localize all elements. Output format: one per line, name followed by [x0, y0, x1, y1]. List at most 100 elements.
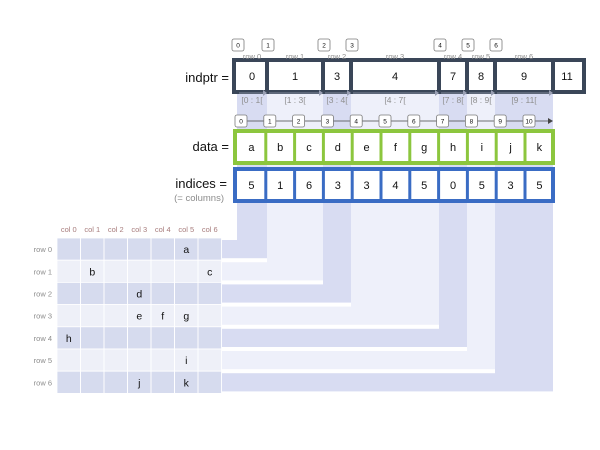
data-index-tag	[378, 114, 392, 128]
matrix-col-header: col 3	[131, 225, 147, 234]
matrix-row-header: row 0	[34, 245, 52, 254]
indptr-row-label: row 6	[515, 52, 533, 61]
data-index-tag-label: 3	[326, 119, 330, 126]
indptr-index-tag	[433, 38, 447, 52]
indptr-range: [0 : 1[	[241, 95, 263, 105]
matrix-row-header: row 6	[34, 378, 52, 387]
matrix-row	[57, 238, 222, 261]
matrix-row-header: row 4	[34, 334, 52, 343]
indices-value: 3	[364, 180, 370, 192]
indptr-index-tag-label: 4	[438, 43, 442, 50]
indices-value: 5	[248, 180, 254, 192]
indptr-index-tag-label: 0	[236, 43, 240, 50]
indptr-range: [7 : 8[	[442, 95, 464, 105]
indptr-index-tag	[231, 38, 245, 52]
matrix-row-header: row 1	[34, 267, 52, 276]
range-arrowhead	[491, 90, 495, 96]
indptr-range: [3 : 4[	[326, 95, 348, 105]
indices-value: 1	[277, 180, 283, 192]
data-index-tag	[522, 114, 536, 128]
indptr-value: 11	[561, 71, 572, 83]
indptr-range: [4 : 7[	[384, 95, 406, 105]
data-index-tag-label: 2	[297, 119, 301, 126]
matrix-row-header: row 2	[34, 290, 52, 299]
indices-value: 6	[306, 180, 312, 192]
data-value: h	[450, 142, 456, 154]
matrix-col-header: col 1	[84, 225, 100, 234]
data-index-tag	[320, 114, 334, 128]
matrix-row	[57, 260, 222, 283]
data-label: data =	[192, 139, 229, 154]
matrix-row-header: row 5	[34, 356, 52, 365]
row-connector-0	[222, 240, 267, 259]
data-index-tag-label: 8	[470, 119, 474, 126]
data-index-tag-label: 9	[498, 119, 502, 126]
indptr-range: [1 : 3[	[284, 95, 306, 105]
matrix-value: b	[89, 266, 95, 278]
data-frame	[233, 129, 555, 165]
indptr-row-label: row 2	[328, 52, 346, 61]
data-index-tag	[263, 114, 277, 128]
data-index-tag	[349, 114, 363, 128]
row-connector-5	[222, 351, 495, 370]
matrix-cell	[197, 370, 222, 394]
matrix-value: j	[137, 377, 140, 389]
data-index-tag	[464, 114, 478, 128]
indices-value: 3	[508, 180, 514, 192]
matrix-value: k	[184, 377, 190, 389]
matrix-value: a	[183, 244, 189, 256]
indptr-value: 1	[292, 71, 298, 83]
indptr-row-label: row 4	[444, 52, 462, 61]
indptr-index-tag	[489, 38, 503, 52]
matrix-col-header: col 5	[178, 225, 194, 234]
data-value: c	[306, 142, 312, 154]
matrix-value: i	[185, 355, 187, 367]
data-index-tag-label: 1	[268, 119, 272, 126]
indices-value: 5	[536, 180, 542, 192]
matrix-row	[57, 371, 222, 394]
indptr-row-label: row 0	[243, 52, 261, 61]
indptr-index-tag	[461, 38, 475, 52]
indptr-index-tag	[261, 38, 275, 52]
matrix-col-header: col 0	[61, 225, 77, 234]
indices-frame	[233, 167, 555, 203]
row-connector-6	[222, 373, 553, 392]
array-labels: indptr = data = indices = (= columns)	[174, 70, 229, 204]
indptr-range: [9 : 11[	[511, 95, 537, 105]
data-value: a	[248, 142, 255, 154]
matrix-row	[57, 282, 222, 305]
matrix-value: e	[136, 311, 142, 323]
row-connector-3	[222, 306, 439, 325]
matrix-value: h	[66, 333, 72, 345]
matrix-row-header: row 3	[34, 312, 52, 321]
indptr-value: 3	[334, 71, 340, 83]
row-band-3	[351, 93, 439, 323]
indptr-value: 9	[521, 71, 527, 83]
indptr-index-tag-label: 1	[266, 43, 270, 50]
indices-label: indices =	[175, 176, 227, 191]
data-value: g	[421, 142, 427, 154]
indices-value: 0	[450, 180, 456, 192]
indptr-row-label: row 5	[472, 52, 490, 61]
matrix-col-header: col 6	[202, 225, 218, 234]
data-value: i	[481, 142, 483, 154]
indptr-row-label: row 1	[286, 52, 304, 61]
range-arrowhead	[263, 90, 267, 96]
data-index-tag-label: 6	[412, 119, 416, 126]
data-index-tag	[407, 114, 421, 128]
data-value: f	[394, 142, 398, 154]
indptr-index-tag-label: 5	[466, 43, 470, 50]
data-index-tag-label: 5	[383, 119, 387, 126]
data-index-tag-label: 0	[239, 119, 243, 126]
matrix-value: f	[161, 311, 164, 323]
range-arrowhead	[435, 90, 439, 96]
data-index-tag-label: 7	[441, 119, 445, 126]
data-value: j	[508, 142, 511, 154]
range-arrowhead	[549, 90, 553, 96]
row-connector-1	[222, 262, 323, 281]
data-value: k	[537, 142, 543, 154]
